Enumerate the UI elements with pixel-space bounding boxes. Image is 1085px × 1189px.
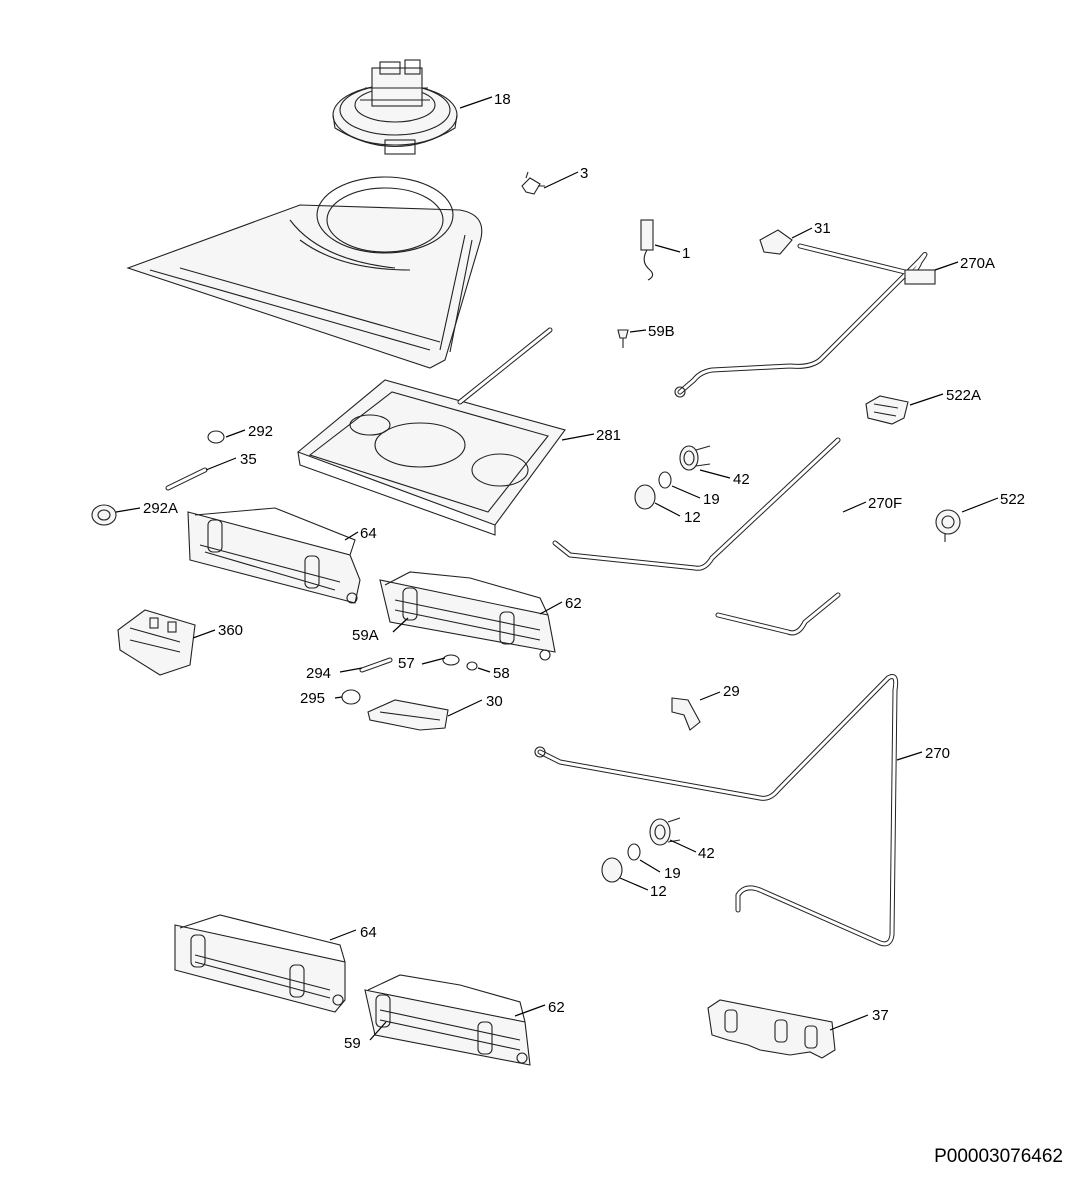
part-270F-gas-pipe[interactable] xyxy=(552,437,841,636)
part-12-cap-lower[interactable] xyxy=(601,857,623,883)
callout-1: 1 xyxy=(682,245,690,262)
part-292A-knob[interactable] xyxy=(91,504,117,526)
callout-360: 360 xyxy=(218,622,243,639)
callout-292: 292 xyxy=(248,423,273,440)
callout-42-lower: 42 xyxy=(698,845,715,862)
part-281-burner-tray[interactable] xyxy=(296,327,566,536)
part-1-sensor[interactable] xyxy=(640,219,654,281)
callout-labels: 18 3 1 31 270A 59B 522A 292 281 35 42 19… xyxy=(143,91,1025,1052)
part-295-disc[interactable] xyxy=(341,689,361,705)
part-42-valve-upper[interactable] xyxy=(679,445,711,471)
callout-64-lower: 64 xyxy=(360,924,377,941)
callout-295: 295 xyxy=(300,690,325,707)
callout-12-lower: 12 xyxy=(650,883,667,900)
callout-64-upper: 64 xyxy=(360,525,377,542)
part-62-rail-upper[interactable] xyxy=(379,571,556,661)
part-292-disc[interactable] xyxy=(207,430,225,444)
callout-522A: 522A xyxy=(946,387,981,404)
part-64-bracket-upper[interactable] xyxy=(187,507,361,604)
part-42-valve-lower[interactable] xyxy=(649,817,681,846)
callout-294: 294 xyxy=(306,665,331,682)
part-30-bracket[interactable] xyxy=(367,699,449,731)
callout-29: 29 xyxy=(723,683,740,700)
callout-62-upper: 62 xyxy=(565,595,582,612)
callout-31: 31 xyxy=(814,220,831,237)
part-19-washer-upper[interactable] xyxy=(658,471,672,489)
part-59B-screw[interactable] xyxy=(617,329,629,348)
part-58-oring[interactable] xyxy=(466,661,478,671)
callout-19-upper: 19 xyxy=(703,491,720,508)
part-3-clip[interactable] xyxy=(521,171,545,195)
part-62-rail-lower[interactable] xyxy=(364,974,531,1066)
callout-37: 37 xyxy=(872,1007,889,1024)
part-18-burner-assembly[interactable] xyxy=(332,59,458,155)
part-37-trim-strip[interactable] xyxy=(707,999,836,1059)
callout-270: 270 xyxy=(925,745,950,762)
callout-59A: 59A xyxy=(352,627,379,644)
part-cover-panel[interactable] xyxy=(126,176,483,369)
part-29-angle-bracket[interactable] xyxy=(671,697,701,731)
part-35-probe[interactable] xyxy=(165,467,208,491)
callout-42-upper: 42 xyxy=(733,471,750,488)
callout-59B: 59B xyxy=(648,323,675,340)
callout-57: 57 xyxy=(398,655,415,672)
part-360-ignition-block[interactable] xyxy=(117,609,196,676)
callout-12-upper: 12 xyxy=(684,509,701,526)
callout-3: 3 xyxy=(580,165,588,182)
callout-522: 522 xyxy=(1000,491,1025,508)
part-270-gas-pipe[interactable] xyxy=(534,674,899,947)
callout-62-lower: 62 xyxy=(548,999,565,1016)
part-31-connector[interactable] xyxy=(759,229,793,255)
callout-270A: 270A xyxy=(960,255,995,272)
callout-30: 30 xyxy=(486,693,503,710)
callout-58: 58 xyxy=(493,665,510,682)
callout-19-lower: 19 xyxy=(664,865,681,882)
part-294-probe[interactable] xyxy=(359,657,393,673)
document-reference: P00003076462 xyxy=(934,1146,1063,1167)
callout-270F: 270F xyxy=(868,495,902,512)
part-522A-ignition[interactable] xyxy=(865,395,909,425)
part-12-cap-upper[interactable] xyxy=(634,484,656,510)
part-57-oring[interactable] xyxy=(442,654,460,666)
callout-35: 35 xyxy=(240,451,257,468)
part-270A-gas-pipe[interactable] xyxy=(674,243,936,398)
callout-292A: 292A xyxy=(143,500,178,517)
part-522-igniter[interactable] xyxy=(935,509,961,542)
callout-59: 59 xyxy=(344,1035,361,1052)
part-19-washer-lower[interactable] xyxy=(627,843,641,861)
callout-281: 281 xyxy=(596,427,621,444)
callout-18: 18 xyxy=(494,91,511,108)
leader-lines xyxy=(115,96,999,1041)
part-64-bracket-lower[interactable] xyxy=(174,914,346,1013)
